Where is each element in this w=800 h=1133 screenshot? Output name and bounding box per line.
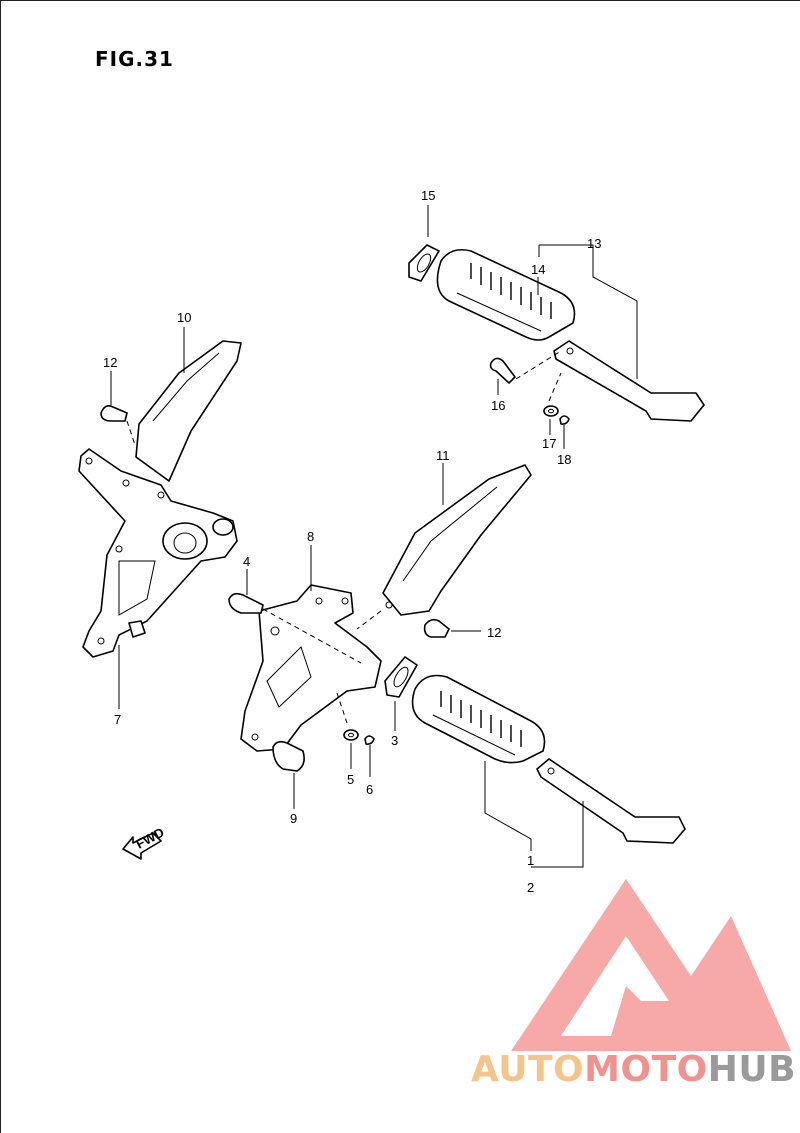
left-bracket-assembly [78, 327, 242, 709]
callout-8: 8 [307, 529, 314, 544]
watermark-auto: AUTO [471, 1049, 585, 1090]
watermark-hub: HUB [707, 1049, 797, 1090]
watermark-wordmark: AUTOMOTOHUB [471, 1049, 796, 1090]
part-2-footrest [536, 758, 686, 844]
callout-7: 7 [114, 712, 121, 727]
callout-labels: 15 13 14 16 17 18 10 12 11 8 4 12 7 3 5 … [103, 188, 601, 895]
callout-10: 10 [177, 310, 191, 325]
callout-17: 17 [542, 436, 556, 451]
front-footrest-assembly [228, 463, 686, 868]
part-9-bolt [272, 740, 305, 772]
part-13-footrest [553, 340, 705, 422]
part-12-bolt-lower [423, 618, 450, 638]
part-5-washer [343, 729, 359, 741]
part-14-footrest-rubber [436, 248, 576, 341]
part-15-washer [408, 244, 440, 282]
part-17-washer [543, 405, 559, 417]
callout-3: 3 [391, 733, 398, 748]
part-1-footrest-rubber [411, 674, 546, 764]
watermark-logo-mark [511, 879, 791, 1051]
callout-6: 6 [366, 782, 373, 797]
forward-direction-indicator: FWD [122, 825, 167, 860]
callout-12-upper: 12 [103, 355, 117, 370]
part-10-heel-guard [135, 340, 242, 482]
callout-14: 14 [531, 262, 545, 277]
watermark-moto: MOTO [584, 1049, 708, 1090]
callout-12-lower: 12 [487, 625, 501, 640]
callout-16: 16 [491, 398, 505, 413]
part-6-clip [364, 735, 375, 745]
callout-1: 1 [527, 853, 534, 868]
figure-title: FIG.31 [95, 47, 174, 71]
part-12-bolt-upper [100, 405, 128, 422]
callout-15: 15 [421, 188, 435, 203]
part-11-heel-guard [382, 464, 532, 616]
part-4-pin [228, 592, 264, 614]
callout-4: 4 [243, 554, 250, 569]
callout-11: 11 [436, 448, 450, 463]
part-3-washer [384, 656, 418, 698]
callout-18: 18 [557, 452, 571, 467]
part-16-pin [489, 357, 516, 384]
callout-2: 2 [527, 880, 534, 895]
rear-footrest-assembly [408, 205, 705, 449]
callout-13: 13 [587, 236, 601, 251]
part-8-bracket [240, 584, 382, 752]
part-7-bracket-plate [78, 448, 238, 658]
callout-9: 9 [290, 811, 297, 826]
callout-5: 5 [347, 772, 354, 787]
part-18-clip [559, 415, 570, 425]
